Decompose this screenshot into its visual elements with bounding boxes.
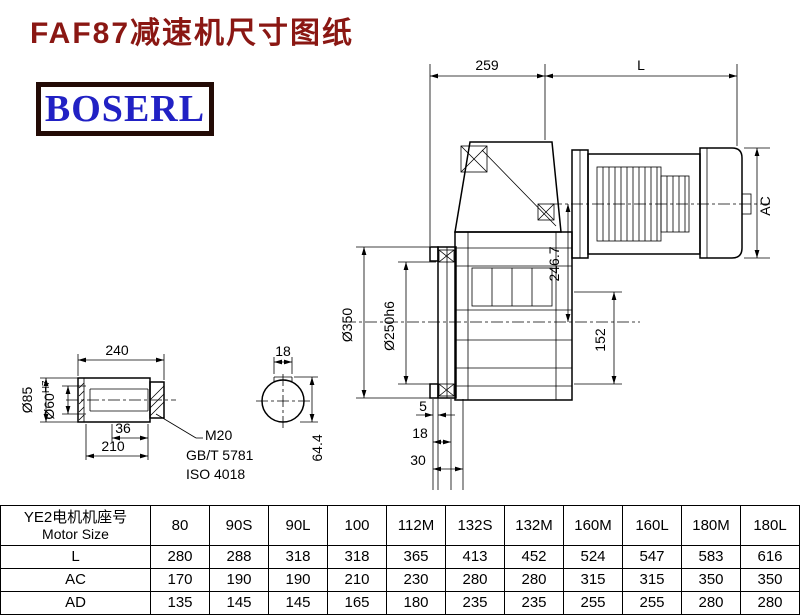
motor bbox=[571, 147, 752, 259]
dim-36: 36 bbox=[115, 420, 131, 436]
dimension-table: YE2电机机座号 Motor Size 80 90S 90L 100 112M … bbox=[0, 505, 800, 615]
table-cell: 145 bbox=[268, 591, 328, 615]
table-row-AC: AC 170 190 190 210 230 280 280 315 315 3… bbox=[0, 568, 800, 592]
section-dimensions: 18 64.4 bbox=[273, 343, 325, 462]
table-row-AD: AD 135 145 145 165 180 235 235 255 255 2… bbox=[0, 591, 800, 615]
dim-246-7: 246.7 bbox=[546, 246, 562, 281]
table-cell: 413 bbox=[445, 545, 505, 569]
table-cell: 180 bbox=[386, 591, 446, 615]
table-cell: 315 bbox=[563, 568, 623, 592]
lifting-lug-marker bbox=[460, 145, 488, 173]
dim-d250h6: Ø250h6 bbox=[381, 301, 397, 351]
table-cell: 235 bbox=[504, 591, 564, 615]
table-cell: 190 bbox=[268, 568, 328, 592]
column-header: 80 bbox=[150, 505, 210, 546]
table-cell: 255 bbox=[563, 591, 623, 615]
table-cell: 280 bbox=[504, 568, 564, 592]
technical-drawing: 259 L AC Ø350 Ø250h6 246.7 152 bbox=[19, 57, 773, 490]
column-header: 180L bbox=[740, 505, 800, 546]
shaft-dimensions: 240 36 210 Ø85 Ø60H7 M20 GB/T 5781 bbox=[19, 342, 254, 482]
section-view: 18 64.4 bbox=[256, 343, 325, 462]
bore-keyway bbox=[273, 376, 293, 382]
dim-d85: Ø85 bbox=[19, 387, 35, 414]
column-header: 132M bbox=[504, 505, 564, 546]
brand-logo: BOSERL bbox=[36, 82, 214, 136]
table-cell: 452 bbox=[504, 545, 564, 569]
table-cell: 280 bbox=[681, 591, 741, 615]
dim-240: 240 bbox=[105, 342, 129, 358]
table-cell: 135 bbox=[150, 591, 210, 615]
centerlines bbox=[344, 203, 770, 323]
dim-210: 210 bbox=[101, 438, 125, 454]
fan-cover bbox=[699, 147, 743, 259]
column-header: 160M bbox=[563, 505, 623, 546]
dim-d60-tolerance: H7 bbox=[41, 380, 52, 393]
table-cell: 350 bbox=[681, 568, 741, 592]
table-cell: 235 bbox=[445, 591, 505, 615]
row-label-AC: AC bbox=[0, 568, 151, 592]
note-standard-iso: ISO 4018 bbox=[186, 466, 245, 482]
table-cell: 315 bbox=[622, 568, 682, 592]
output-flange bbox=[429, 246, 464, 490]
table-header-row: YE2电机机座号 Motor Size 80 90S 90L 100 112M … bbox=[0, 505, 800, 546]
dim-18-keyway: 18 bbox=[275, 343, 291, 359]
table-cell: 616 bbox=[740, 545, 800, 569]
brand-logo-text: BOSERL bbox=[44, 88, 206, 130]
column-header: 132S bbox=[445, 505, 505, 546]
main-dimensions: 259 L AC Ø350 Ø250h6 246.7 152 bbox=[339, 57, 773, 472]
dim-64-4: 64.4 bbox=[309, 434, 325, 461]
row-label-L: L bbox=[0, 545, 151, 569]
housing-hole-marker bbox=[537, 203, 555, 221]
table-cell: 145 bbox=[209, 591, 269, 615]
dim-5: 5 bbox=[419, 398, 427, 414]
table-cell: 318 bbox=[327, 545, 387, 569]
table-cell: 318 bbox=[268, 545, 328, 569]
table-cell: 547 bbox=[622, 545, 682, 569]
dim-152: 152 bbox=[592, 328, 608, 352]
shaft-view: 240 36 210 Ø85 Ø60H7 M20 GB/T 5781 bbox=[19, 342, 254, 482]
table-cell: 280 bbox=[740, 591, 800, 615]
dim-d60h7: Ø60H7 bbox=[41, 380, 57, 420]
dim-259: 259 bbox=[475, 57, 499, 73]
dim-d350: Ø350 bbox=[339, 308, 355, 342]
column-header: 160L bbox=[622, 505, 682, 546]
column-header: 180M bbox=[681, 505, 741, 546]
keyway bbox=[89, 388, 149, 412]
table-cell: 165 bbox=[327, 591, 387, 615]
table-cell: 365 bbox=[386, 545, 446, 569]
column-header: 100 bbox=[327, 505, 387, 546]
table-cell: 524 bbox=[563, 545, 623, 569]
column-header: 90S bbox=[209, 505, 269, 546]
flange-bolt-marker-bottom bbox=[438, 383, 455, 397]
column-header: 112M bbox=[386, 505, 446, 546]
main-view: 259 L AC Ø350 Ø250h6 246.7 152 bbox=[339, 57, 773, 490]
table-cell: 280 bbox=[445, 568, 505, 592]
dim-18-main: 18 bbox=[412, 425, 428, 441]
note-standard-gb: GB/T 5781 bbox=[186, 447, 254, 463]
table-row-L: L 280 288 318 318 365 413 452 524 547 58… bbox=[0, 545, 800, 569]
table-header-motor-size: YE2电机机座号 Motor Size bbox=[0, 505, 151, 546]
table-cell: 288 bbox=[209, 545, 269, 569]
table-cell: 583 bbox=[681, 545, 741, 569]
gearbox-housing bbox=[454, 141, 573, 401]
table-cell: 230 bbox=[386, 568, 446, 592]
row-label-AD: AD bbox=[0, 591, 151, 615]
dim-L: L bbox=[637, 57, 645, 73]
dim-d60: Ø60 bbox=[41, 393, 57, 420]
table-cell: 170 bbox=[150, 568, 210, 592]
dim-AC: AC bbox=[757, 196, 773, 215]
column-header: 90L bbox=[268, 505, 328, 546]
header-en: Motor Size bbox=[42, 526, 109, 543]
table-cell: 255 bbox=[622, 591, 682, 615]
header-cn: YE2电机机座号 bbox=[23, 508, 128, 526]
table-cell: 210 bbox=[327, 568, 387, 592]
hatching bbox=[78, 382, 165, 421]
page-title: FAF87减速机尺寸图纸 bbox=[30, 17, 355, 50]
dim-30: 30 bbox=[410, 452, 426, 468]
table-cell: 350 bbox=[740, 568, 800, 592]
flange-bolt-marker-top bbox=[438, 249, 455, 263]
table-cell: 280 bbox=[150, 545, 210, 569]
table-cell: 190 bbox=[209, 568, 269, 592]
note-thread: M20 bbox=[205, 427, 232, 443]
